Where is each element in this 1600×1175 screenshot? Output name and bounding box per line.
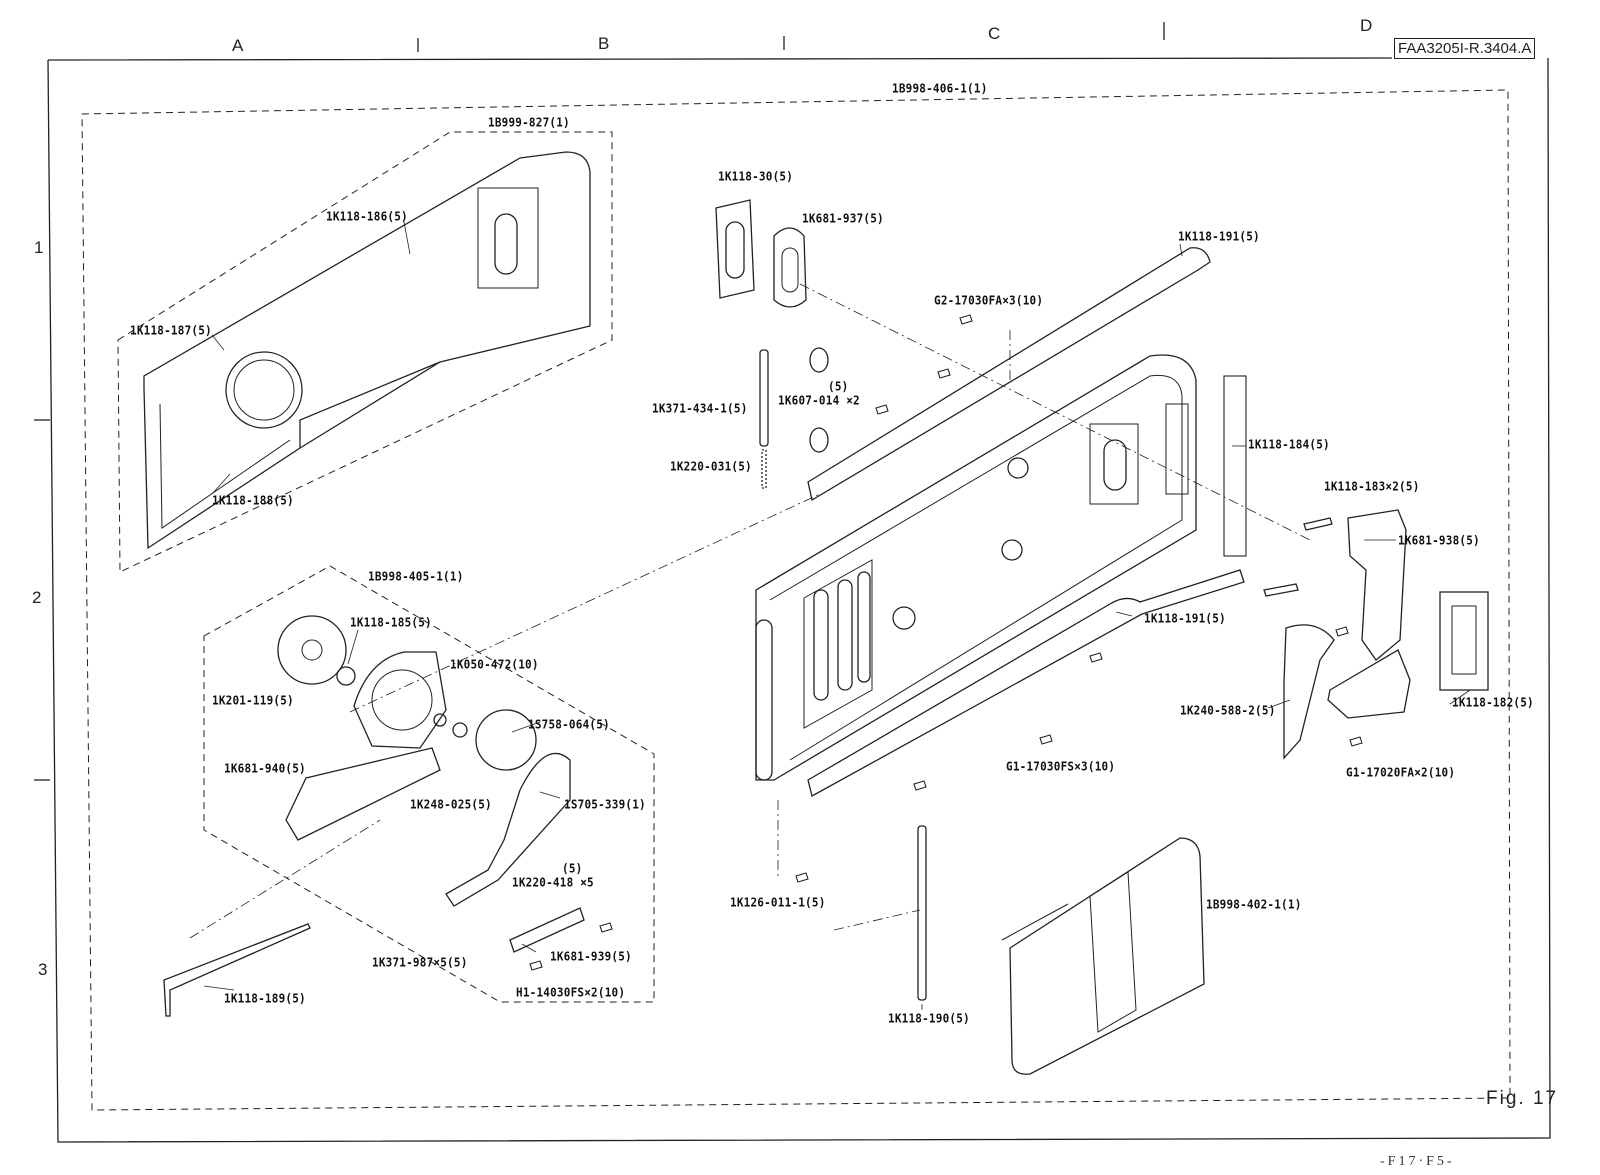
spool-unit-group-boundary [203,565,655,1003]
side-rails [807,247,1245,797]
part-label: 1K201-119(5) [212,693,294,708]
page-footer: -F17·F5- [1380,1154,1455,1169]
part-label: 1K220-031(5) [670,459,752,474]
part-label: 1K126-011-1(5) [730,895,826,910]
assembly-label-spool-unit: 1B998-405-1(1) [368,569,464,584]
part-label: 1K681-939(5) [550,949,632,964]
spool-unit-parts [277,615,585,953]
part-label: 1K118-30(5) [718,169,794,184]
top-cover-panel [143,151,591,550]
right-grip-assembly [1263,509,1489,760]
grid-row-2: 2 [32,588,42,607]
part-label: 1K118-182(5) [1452,695,1534,710]
grid-row-1: 1 [34,238,44,257]
part-label: 1K248-025(5) [410,797,492,812]
assembly-label-main: 1B998-406-1(1) [892,81,988,96]
part-label: 1K118-183×2(5) [1324,479,1420,494]
assembly-label-plate: 1B998-402-1(1) [1206,897,1302,912]
l-shaped-rod [163,923,311,1017]
grid-column-b: B [598,34,610,53]
outer-frame [47,57,1551,1143]
part-label: 1K118-184(5) [1248,437,1330,452]
top-cover-group-boundary [117,131,613,573]
part-label: (5) [828,379,849,394]
part-label: 1K118-191(5) [1144,611,1226,626]
shaft-pins [759,347,829,489]
part-label: 1K118-188(5) [212,493,294,508]
part-label: 1K050-472(10) [450,657,539,672]
part-label: (5) [562,861,583,876]
assembly-center-lines [189,283,1311,939]
part-label: G2-17030FA×3(10) [934,293,1044,308]
part-label: 1K681-940(5) [224,761,306,776]
part-label: 1S705-339(1) [564,797,646,812]
part-label: G1-17020FA×2(10) [1346,765,1456,780]
part-label: 1K118-187(5) [130,323,212,338]
main-assembly-boundary [81,89,1511,1111]
part-label: 1K240-588-2(5) [1180,703,1276,718]
part-label: 1K681-937(5) [802,211,884,226]
grid-row-3: 3 [38,960,48,979]
part-label: 1K371-987×5(5) [372,955,468,970]
part-label: 1K118-191(5) [1178,229,1260,244]
part-label: G1-17030FS×3(10) [1006,759,1116,774]
part-label: 1K607-014 ×2 [778,393,860,408]
assembly-label-top-cover: 1B999-827(1) [488,115,570,130]
part-label: 1K220-418 ×5 [512,875,594,890]
part-label: 1K681-938(5) [1398,533,1480,548]
window-gaskets [715,199,807,308]
part-label: 1K118-190(5) [888,1011,970,1026]
part-label: 1S758-064(5) [528,717,610,732]
bottom-plate-assembly [1001,837,1205,1075]
part-label: 1K118-189(5) [224,991,306,1006]
leader-lines [203,221,1471,1010]
figure-number: Fig. 17 [1486,1088,1559,1109]
part-label: H1-14030FS×2(10) [516,985,626,1000]
screws [529,314,1363,971]
document-code: FAA3205I-R.3404.A [1394,38,1536,59]
grid-column-d: D [1360,16,1373,35]
part-label: 1K371-434-1(5) [652,401,748,416]
part-label: 1K118-186(5) [326,209,408,224]
part-label: 1K118-185(5) [350,615,432,630]
grid-column-c: C [988,24,1001,43]
grid-column-a: A [232,36,244,55]
vertical-rod [917,825,927,1001]
main-body-chassis [755,354,1247,781]
